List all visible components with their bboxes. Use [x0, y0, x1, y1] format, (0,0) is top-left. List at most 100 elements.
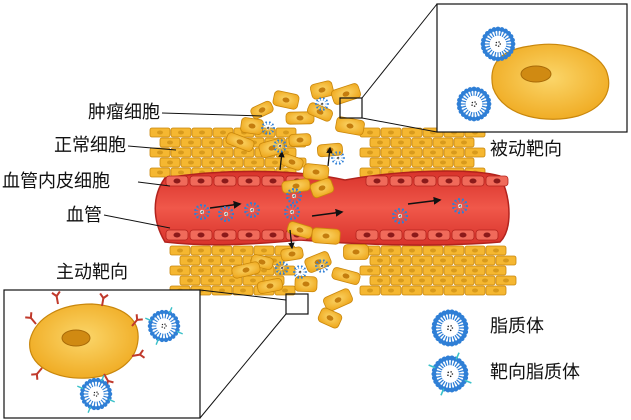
liposome-icon	[315, 259, 329, 273]
cell-nucleus	[173, 178, 181, 184]
liposome-icon	[452, 197, 469, 215]
liposome-icon	[194, 203, 211, 221]
cell-nucleus	[435, 232, 443, 238]
receptor-icon	[51, 290, 61, 305]
receptor-icon	[31, 367, 43, 380]
tumor-cell-icon	[250, 100, 274, 120]
passive-zoom-line-top	[361, 3, 438, 99]
endothelial-pointer	[137, 181, 171, 187]
cell-nucleus	[61, 329, 91, 347]
liposome-icon	[261, 121, 275, 135]
cell-nucleus	[421, 178, 429, 184]
cell-nucleus	[269, 232, 277, 238]
legend	[428, 309, 472, 396]
liposome-icon	[431, 309, 469, 347]
endothelial-cell-label: 血管内皮细胞	[2, 171, 110, 192]
liposome-icon	[293, 265, 307, 279]
passive-targeting-inset	[436, 3, 628, 133]
cell-nucleus	[373, 178, 381, 184]
blood-vessel	[154, 170, 510, 246]
receptor-icon	[25, 312, 37, 325]
active-targeting-label: 主动靶向	[56, 262, 128, 283]
arrow-icon	[278, 150, 285, 171]
tumor-cell-icon	[294, 275, 318, 293]
tumor-cell-icon	[231, 261, 261, 279]
receptor-icon	[131, 349, 146, 359]
tumor-cell-icon	[286, 221, 314, 239]
liposome-icon	[456, 86, 492, 122]
cell-nucleus	[221, 178, 229, 184]
cell-nucleus	[363, 232, 371, 238]
liposome-icon	[218, 205, 235, 223]
cell-nucleus	[469, 178, 477, 184]
arrow-icon	[288, 229, 295, 250]
tumor-cell-icon	[285, 111, 315, 125]
liposome-icon	[331, 151, 345, 165]
cell-nucleus	[520, 65, 552, 83]
cell-nucleus	[493, 178, 501, 184]
tumor-cell-icon	[335, 116, 365, 136]
tumor-cell-icon	[317, 307, 343, 329]
passive-zoom-box	[339, 97, 363, 119]
liposome-icon	[275, 261, 289, 275]
vessel-body	[154, 170, 510, 246]
cell-nucleus	[445, 178, 453, 184]
arrow-icon	[407, 196, 442, 205]
cell-nucleus	[221, 232, 229, 238]
tumor-cell-icon	[281, 178, 311, 194]
liposome-icon	[286, 187, 303, 205]
tumor-cell-icon	[309, 177, 335, 199]
cell-nucleus	[397, 178, 405, 184]
liposome-icon	[284, 203, 301, 221]
legend-liposome-label: 脂质体	[490, 316, 544, 337]
tumor-cell-icon	[311, 227, 341, 245]
targeted-liposome-icon	[428, 352, 472, 396]
legend-targeted-liposome-label: 靶向脂质体	[490, 362, 580, 383]
liposomes	[194, 97, 469, 279]
active-zoom-line-top	[199, 289, 287, 301]
normal-cell-pointer	[127, 145, 177, 151]
tumor-cell-icon	[309, 80, 335, 100]
cell-nucleus	[197, 178, 205, 184]
cell-nucleus	[173, 232, 181, 238]
tumor-cell-icon	[256, 278, 284, 294]
cell-nucleus	[245, 232, 253, 238]
cell-nucleus	[387, 232, 395, 238]
tumor-cell-icon	[240, 117, 264, 135]
tumor-cell-label: 肿瘤细胞	[88, 102, 160, 123]
tumor-cell-icon	[331, 267, 361, 285]
tumor-cell-icon	[331, 83, 361, 105]
tumor-cell-icon	[288, 133, 312, 147]
tumor-cell-icon	[304, 251, 332, 273]
cell-nucleus	[411, 232, 419, 238]
targeted-liposome-icon	[77, 375, 115, 413]
passive-targeting-label: 被动靶向	[490, 139, 562, 160]
active-targeting-inset	[3, 289, 201, 419]
tumor-cells	[225, 80, 369, 329]
cell-nucleus	[459, 232, 467, 238]
cell-nucleus	[483, 232, 491, 238]
normal-cell-label: 正常细胞	[54, 135, 126, 156]
receptor-icon	[131, 314, 143, 327]
passive-zoom-line-bottom	[361, 117, 438, 133]
tumor-cell-icon	[306, 102, 334, 122]
liposome-icon	[392, 207, 409, 225]
arrow-icon	[311, 208, 344, 217]
tumor-cell-icon	[323, 288, 353, 312]
callout-lines	[103, 3, 438, 419]
targeted-liposome-icon	[428, 352, 472, 396]
cell-nucleus	[197, 232, 205, 238]
tumor-cell-icon	[280, 153, 304, 171]
arrow-icon	[326, 146, 333, 167]
liposome-icon	[244, 201, 261, 219]
liposome-icon	[315, 97, 329, 111]
receptor-icon	[99, 292, 109, 307]
liposome-icon	[480, 26, 516, 62]
vessel-pointer	[103, 214, 171, 229]
tumor-cell-icon	[302, 163, 330, 181]
targeted-liposome-icon	[145, 307, 183, 345]
active-zoom-line-bottom	[199, 313, 287, 419]
active-zoom-box	[285, 293, 309, 315]
